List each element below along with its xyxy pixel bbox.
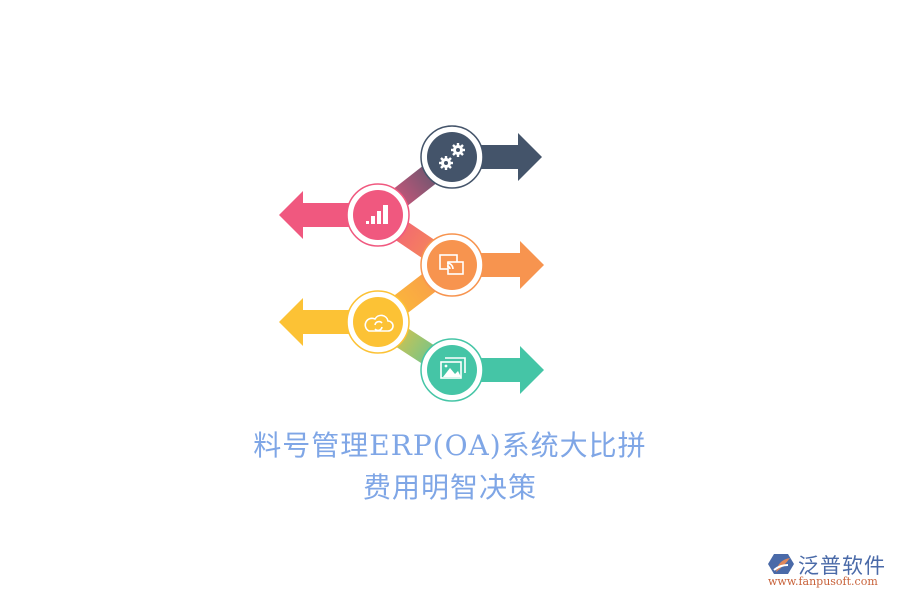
- gears-icon: [439, 143, 465, 170]
- logo-url: www.fanpusoft.com: [768, 575, 878, 588]
- bar-chart-icon: [366, 205, 388, 224]
- step-4-node: [346, 290, 410, 354]
- brand-logo: 泛普软件 www.fanpusoft.com: [768, 550, 894, 590]
- title-line-2: 费用明智决策: [362, 471, 537, 504]
- logo-mark-icon: [768, 554, 794, 574]
- image-gallery-icon: [440, 357, 466, 379]
- cloud-sync-icon: [364, 314, 394, 332]
- step-2-node: [346, 183, 410, 247]
- step-5-node: [420, 338, 484, 402]
- step-1-node: [420, 125, 484, 189]
- title-line-1: 料号管理ERP(OA)系统大比拼: [253, 429, 647, 462]
- logo-name: 泛普软件: [798, 554, 886, 578]
- step-3-node: [420, 233, 484, 297]
- screen-cast-icon: [439, 254, 464, 275]
